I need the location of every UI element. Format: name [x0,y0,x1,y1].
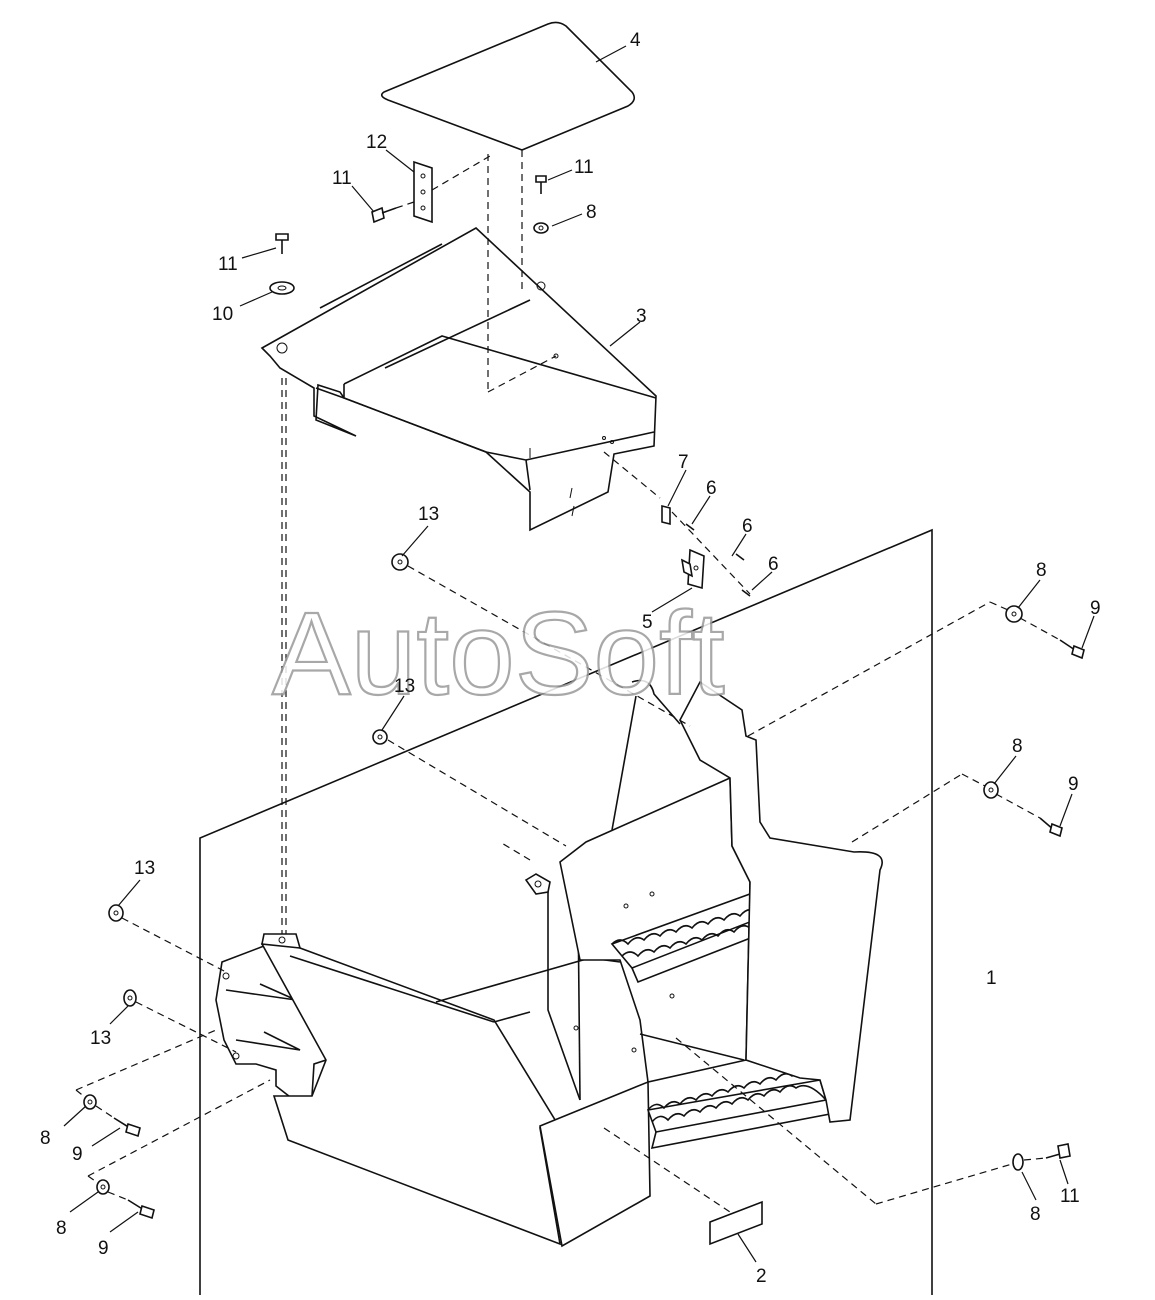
callout-12: 12 [366,132,387,153]
callout-6: 6 [742,516,753,537]
callout-8: 8 [1030,1204,1041,1225]
part-4-top-plate [380,21,636,151]
callout-5: 5 [642,612,653,633]
washer-8-left-a [83,1094,97,1110]
washer-8-top [533,222,549,234]
part-7-clip [661,504,671,526]
callout-6: 6 [768,554,779,575]
callout-11: 11 [1060,1186,1080,1207]
callout-1: 1 [986,968,997,989]
washer-8-right-a [1005,605,1023,623]
step-assembly [215,679,883,1248]
callout-11: 11 [574,157,594,178]
washer-13-d [123,989,137,1007]
washer-8-bottom-right [1012,1153,1024,1171]
callout-10: 10 [212,304,233,325]
part-12-bracket [413,160,433,224]
part-3-hood [260,227,657,532]
callout-4: 4 [630,30,641,51]
callout-13: 13 [394,676,415,697]
bolt-11-left-bracket [371,206,397,224]
callout-8: 8 [1012,736,1023,757]
washer-10 [269,281,295,295]
bolt-11-top-right [535,175,547,194]
leader-lines [63,45,1095,1263]
callout-11: 11 [332,168,352,189]
bolt-9-left-b [127,1199,155,1220]
callout-13: 13 [90,1028,111,1049]
callout-11: 11 [218,254,238,275]
callout-8: 8 [56,1218,67,1239]
part-1-panel [199,528,933,1295]
bolt-9-right-b [1039,817,1063,838]
assembly-lines [75,150,1061,1213]
bolt-9-right-a [1059,639,1085,660]
callout-9: 9 [1090,598,1101,619]
washer-13-a [391,553,409,571]
callout-9: 9 [98,1238,109,1259]
callout-8: 8 [40,1128,51,1149]
callout-2: 2 [756,1266,767,1287]
callout-6: 6 [706,478,717,499]
callout-9: 9 [1068,774,1079,795]
bolt-11-left [275,233,289,254]
screws-6 [685,523,751,597]
washer-8-left-b [96,1179,110,1195]
washer-8-right-b [983,781,999,799]
bolt-11-bottom-right [1045,1143,1071,1159]
callout-8: 8 [1036,560,1047,581]
hardware [83,175,1085,1220]
washer-13-b [372,729,388,745]
callout-13: 13 [418,504,439,525]
washer-13-c [108,904,124,922]
callout-8: 8 [586,202,597,223]
callout-numbers: 4 12 11 11 8 11 10 3 7 6 6 6 13 5 8 9 13… [40,30,1101,1287]
part-2-strip [709,1200,763,1246]
bolt-9-left-a [113,1117,141,1138]
callout-13: 13 [134,858,155,879]
callout-3: 3 [636,306,647,327]
part-5-latch [680,548,705,590]
callout-7: 7 [678,452,689,473]
callout-9: 9 [72,1144,83,1165]
watermark: AutoSoft [272,588,725,720]
